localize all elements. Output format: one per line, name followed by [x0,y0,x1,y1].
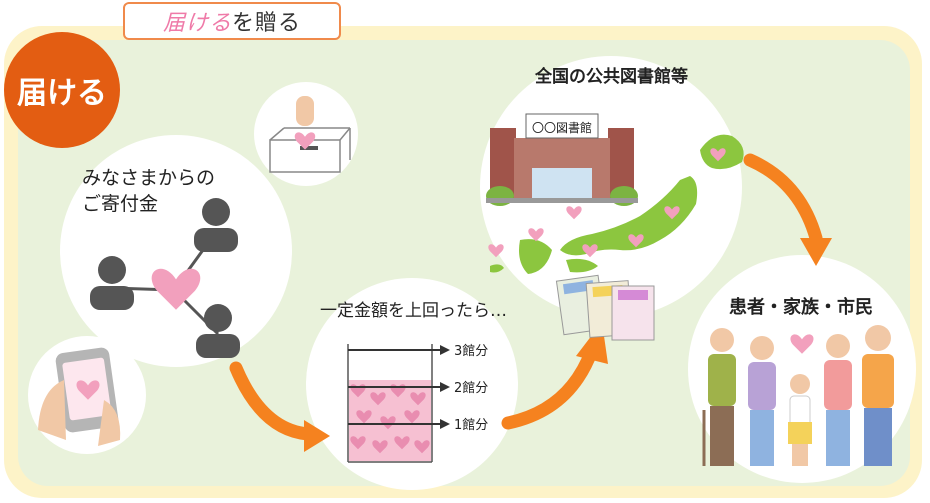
arrow-threshold-to-library [501,343,599,430]
smartphone-icon [38,347,121,446]
recipients-title: 患者・家族・市民 [729,297,873,318]
honshu [560,176,698,256]
donation-box-icon [269,96,351,173]
grandmother [748,336,776,466]
arrow-head-3 [800,238,832,266]
library-building-icon: 〇〇図書館 [486,113,638,206]
family-icon [702,325,894,466]
kyushu [519,239,552,274]
tab-prefix: 届ける [162,11,232,36]
arrow-heads [304,238,832,452]
books-icon [555,274,655,341]
father [862,325,894,466]
threshold-caption: 一定金額を上回ったら… [320,301,507,321]
level-1-label: 1館分 [454,418,488,433]
section-tab: 届ける を贈る [123,2,341,40]
donor-people [90,198,240,358]
tab-suffix: を贈る [232,11,302,36]
family-heart-icon [790,334,814,354]
level-2-label: 2館分 [454,381,488,396]
library-sign: 〇〇図書館 [532,120,592,135]
shikoku [566,258,598,273]
child [788,374,812,466]
mother [824,334,852,466]
donation-heart-icon [151,268,201,310]
donation-label-line1: みなさまからの [82,167,216,189]
arrow-library-to-recipients [743,153,823,245]
donation-label-line2: ご寄付金 [82,192,159,215]
level-arrowheads [440,345,450,429]
donation-label: みなさまからの ご寄付金 [82,166,215,217]
threshold-jar: 3館分 2館分 1館分 [347,344,488,463]
arrow-head-1 [304,420,330,452]
level-lines [348,349,440,425]
level-3-label: 3館分 [454,344,488,359]
deliver-badge: 届ける [4,32,120,148]
library-title: 全国の公共図書館等 [535,67,688,87]
person-top-icon [194,198,238,252]
donation-circle [60,135,292,367]
flow-arrows [229,153,823,441]
grandfather [702,328,736,466]
person-left-icon [90,256,134,310]
person-bottom-icon [196,304,240,358]
okinawa [490,264,504,273]
arrow-donation-to-threshold [229,361,315,441]
